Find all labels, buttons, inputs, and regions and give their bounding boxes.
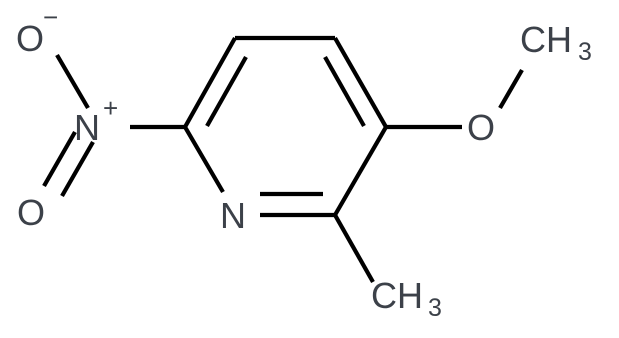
bond-c4-c3 (333, 36, 388, 129)
methoxy-oxygen-label: O (467, 107, 495, 148)
bond-nitro-o-bottom-inner (60, 140, 95, 198)
oxygen-top-label: O (16, 18, 44, 59)
oxygen-bottom-label: O (17, 192, 45, 233)
methoxy-carbon-subscript: 3 (578, 38, 592, 66)
bond-nitro-o-bottom (42, 130, 77, 188)
methyl-carbon-subscript: 3 (428, 294, 442, 322)
bond-nitro-o-top (55, 53, 90, 110)
bond-c2-methyl (333, 213, 375, 284)
bond-c4-c3-inner (323, 55, 366, 128)
bond-c3-c2 (333, 125, 388, 217)
oxygen-minus-charge: − (43, 2, 58, 32)
atom-labels: N N + O − O O CH 3 CH 3 (16, 2, 592, 322)
bond-methoxy-o-c (498, 68, 524, 110)
bond-n1-c6 (183, 125, 225, 194)
nitro-nitrogen-label: N (74, 107, 100, 148)
bond-c6-c5 (183, 36, 237, 129)
methyl-carbon-label: CH (371, 275, 423, 316)
bond-c6-c5-inner (205, 55, 248, 128)
substituent-bonds (42, 53, 524, 284)
ring-bonds (183, 35, 388, 218)
methoxy-carbon-label: CH (520, 19, 572, 60)
nitro-plus-charge: + (103, 93, 118, 123)
ring-nitrogen-label: N (220, 195, 246, 236)
